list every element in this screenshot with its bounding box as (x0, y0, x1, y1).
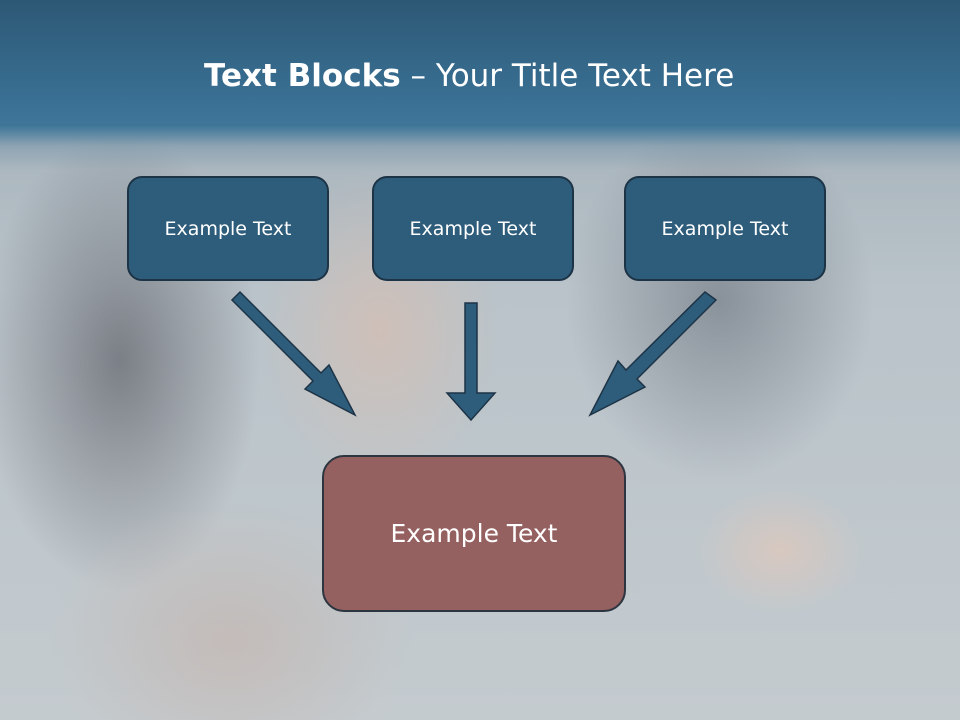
arrow-down-icon (445, 302, 497, 422)
title-bold: Text Blocks (204, 58, 401, 94)
header-band (0, 0, 960, 170)
title-rest: Your Title Text Here (435, 58, 735, 94)
text-block-center[interactable]: Example Text (372, 176, 574, 281)
text-block-left[interactable]: Example Text (127, 176, 329, 281)
text-block-right-label: Example Text (661, 217, 789, 240)
arrow-down-left-icon (588, 291, 718, 417)
text-block-left-label: Example Text (164, 217, 292, 240)
arrow-down-right-icon (230, 290, 357, 417)
title-separator: – (400, 58, 436, 94)
slide-title: Text Blocks – Your Title Text Here (204, 52, 734, 100)
text-block-main-label: Example Text (390, 519, 558, 548)
text-block-center-label: Example Text (409, 217, 537, 240)
text-block-main[interactable]: Example Text (322, 455, 626, 612)
text-block-right[interactable]: Example Text (624, 176, 826, 281)
